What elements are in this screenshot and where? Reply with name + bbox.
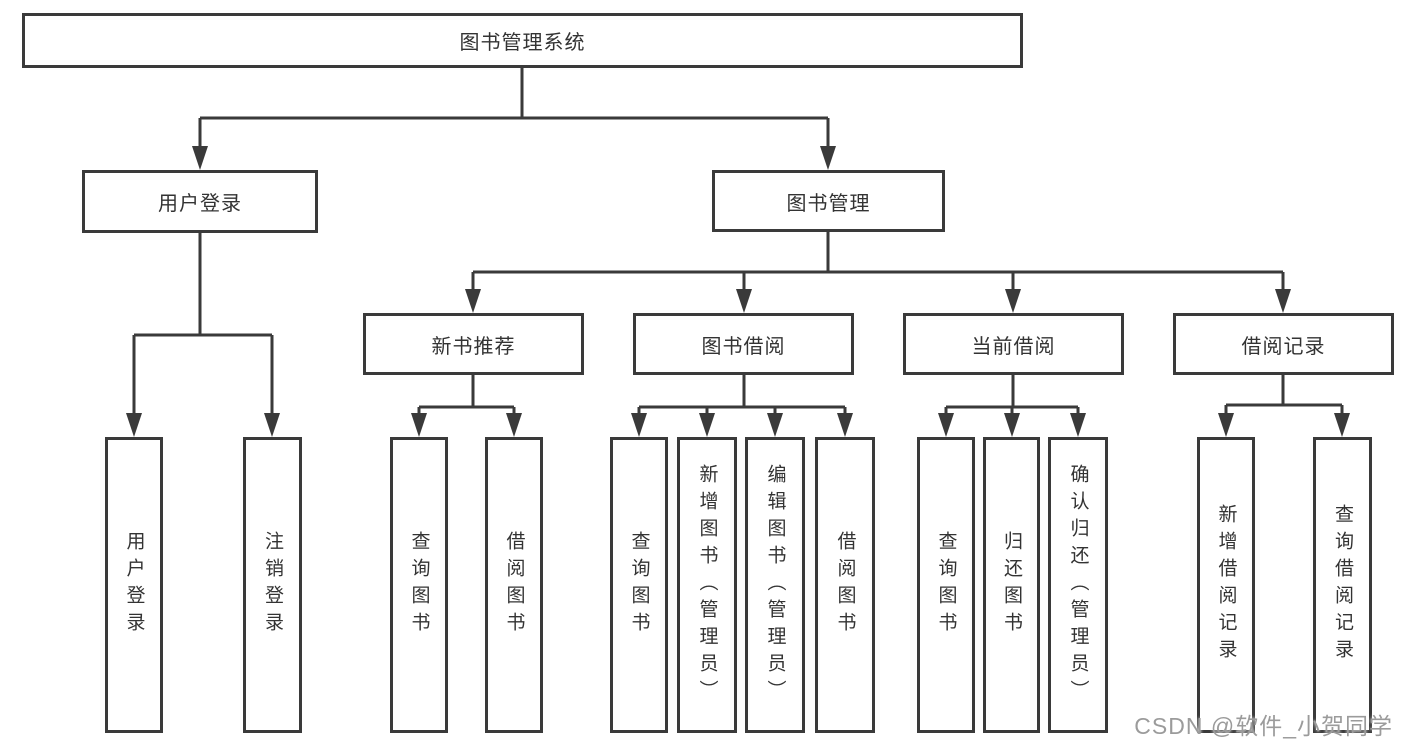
arrowhead bbox=[767, 413, 783, 437]
arrowhead bbox=[1275, 289, 1291, 313]
leaf-label: 查询图书 bbox=[408, 531, 430, 639]
leaf-confirm-return-admin: 确认归还（管理员） bbox=[1048, 437, 1108, 733]
leaf-label: 查询图书 bbox=[628, 531, 650, 639]
node-label: 借阅记录 bbox=[1241, 335, 1326, 358]
connector-bookborrow-to-leaves bbox=[637, 375, 847, 417]
connector-borrowrecords-to-leaves bbox=[1224, 375, 1344, 417]
leaf-edit-books-admin: 编辑图书（管理员） bbox=[745, 437, 805, 733]
leaf-label: 查询图书 bbox=[935, 531, 957, 639]
arrowhead bbox=[736, 289, 752, 313]
leaf-user-login: 用户登录 bbox=[105, 437, 163, 733]
arrowhead bbox=[1334, 413, 1350, 437]
leaf-label: 编辑图书（管理员） bbox=[764, 463, 786, 707]
leaf-logout: 注销登录 bbox=[243, 437, 302, 733]
connector-root-to-level2 bbox=[198, 68, 830, 150]
leaf-return-books: 归还图书 bbox=[983, 437, 1040, 733]
node-label: 当前借阅 bbox=[971, 335, 1056, 358]
connector-currentborrow-to-leaves bbox=[944, 375, 1080, 417]
arrowhead bbox=[411, 413, 427, 437]
arrowhead bbox=[1218, 413, 1234, 437]
watermark: CSDN @软件_小贺同学 bbox=[1134, 713, 1393, 739]
node-borrow-records: 借阅记录 bbox=[1173, 313, 1394, 375]
node-user-login: 用户登录 bbox=[82, 170, 318, 233]
leaf-label: 新增借阅记录 bbox=[1215, 504, 1237, 666]
leaf-add-borrow-record: 新增借阅记录 bbox=[1197, 437, 1255, 733]
connector-userlogin-to-leaves bbox=[132, 233, 274, 417]
leaf-label: 注销登录 bbox=[262, 531, 283, 639]
node-book-management: 图书管理 bbox=[712, 170, 945, 232]
arrowhead bbox=[506, 413, 522, 437]
node-library-management-system: 图书管理系统 bbox=[22, 13, 1023, 68]
arrowhead bbox=[1070, 413, 1086, 437]
arrowhead bbox=[264, 413, 280, 437]
arrowhead bbox=[631, 413, 647, 437]
arrowhead bbox=[699, 413, 715, 437]
leaf-label: 确认归还（管理员） bbox=[1067, 463, 1089, 707]
node-label: 图书借阅 bbox=[701, 335, 786, 358]
leaf-borrow-books-2: 借阅图书 bbox=[815, 437, 875, 733]
node-label: 用户登录 bbox=[158, 193, 242, 215]
leaf-label: 查询借阅记录 bbox=[1332, 504, 1353, 666]
leaf-query-books-2: 查询图书 bbox=[610, 437, 668, 733]
node-label: 图书管理 bbox=[786, 192, 871, 215]
leaf-add-books-admin: 新增图书（管理员） bbox=[677, 437, 737, 733]
leaf-label: 新增图书（管理员） bbox=[696, 463, 718, 707]
connector-newbooks-to-leaves bbox=[417, 375, 516, 417]
leaf-label: 用户登录 bbox=[123, 531, 145, 639]
connector-bookmgmt-to-level3 bbox=[471, 232, 1285, 293]
node-label: 新书推荐 bbox=[431, 335, 516, 358]
leaf-label: 借阅图书 bbox=[834, 531, 856, 639]
leaf-label: 借阅图书 bbox=[503, 531, 525, 639]
arrowhead bbox=[465, 289, 481, 313]
arrowhead bbox=[837, 413, 853, 437]
arrowhead bbox=[126, 413, 142, 437]
node-new-book-recommend: 新书推荐 bbox=[363, 313, 584, 375]
arrowhead bbox=[1005, 289, 1021, 313]
leaf-query-books-1: 查询图书 bbox=[390, 437, 448, 733]
arrowhead bbox=[1004, 413, 1020, 437]
node-current-borrow: 当前借阅 bbox=[903, 313, 1124, 375]
arrowhead bbox=[192, 146, 208, 170]
leaf-query-borrow-record: 查询借阅记录 bbox=[1313, 437, 1372, 733]
leaf-label: 归还图书 bbox=[1001, 531, 1022, 639]
leaf-query-books-3: 查询图书 bbox=[917, 437, 975, 733]
arrowhead bbox=[938, 413, 954, 437]
arrowhead bbox=[820, 146, 836, 170]
leaf-borrow-books-1: 借阅图书 bbox=[485, 437, 543, 733]
node-label: 图书管理系统 bbox=[459, 32, 586, 54]
node-book-borrow: 图书借阅 bbox=[633, 313, 854, 375]
